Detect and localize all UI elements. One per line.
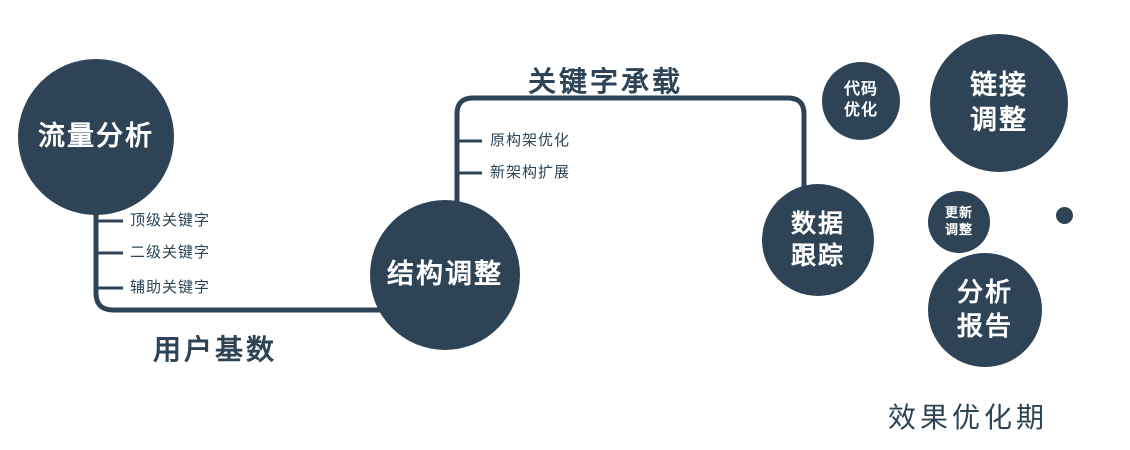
node-link-adjust: 链接 调整 [930,34,1068,172]
caption-effect-optimization: 效果优化期 [888,402,1049,433]
node-code-optimize-line1: 代码 [843,81,878,99]
connector-traffic-to-structure [93,150,402,313]
branch-label-new-architecture: 新架构扩展 [490,164,571,181]
node-data-tracking-line1: 数据 [790,209,845,238]
small-dot-marker [1056,207,1073,224]
branch-label-top-keywords: 顶级关键字 [130,212,211,229]
node-structure-adjust: 结构调整 [370,200,520,350]
node-update-adjust: 更新 调整 [928,191,990,253]
node-data-tracking-line2: 跟踪 [790,242,845,270]
branch-label-auxiliary-keywords: 辅助关键字 [130,279,211,296]
node-code-optimize-line2: 优化 [843,102,878,119]
branch-label-original-architecture: 原构架优化 [490,132,571,149]
node-structure-adjust-label: 结构调整 [387,259,503,290]
node-link-adjust-line1: 链接 [970,69,1028,100]
connector-structure-to-tracking [454,95,807,250]
node-analysis-report: 分析 报告 [928,253,1042,367]
node-data-tracking: 数据 跟踪 [762,184,874,296]
node-traffic-analysis-label: 流量分析 [38,121,154,152]
edge-label-keyword-load: 关键字承载 [528,66,684,97]
node-update-adjust-line2: 调整 [944,222,973,237]
node-link-adjust-line2: 调整 [970,105,1028,135]
branch-ticks-top [457,139,482,175]
node-analysis-report-line2: 报告 [956,311,1013,341]
node-code-optimize: 代码 优化 [822,62,900,140]
edge-label-user-base: 用户基数 [153,334,278,365]
branch-ticks-left [96,219,123,290]
branch-label-secondary-keywords: 二级关键字 [130,244,211,261]
node-analysis-report-line1: 分析 [956,277,1013,308]
node-update-adjust-line1: 更新 [944,205,973,221]
node-traffic-analysis: 流量分析 [18,59,174,215]
